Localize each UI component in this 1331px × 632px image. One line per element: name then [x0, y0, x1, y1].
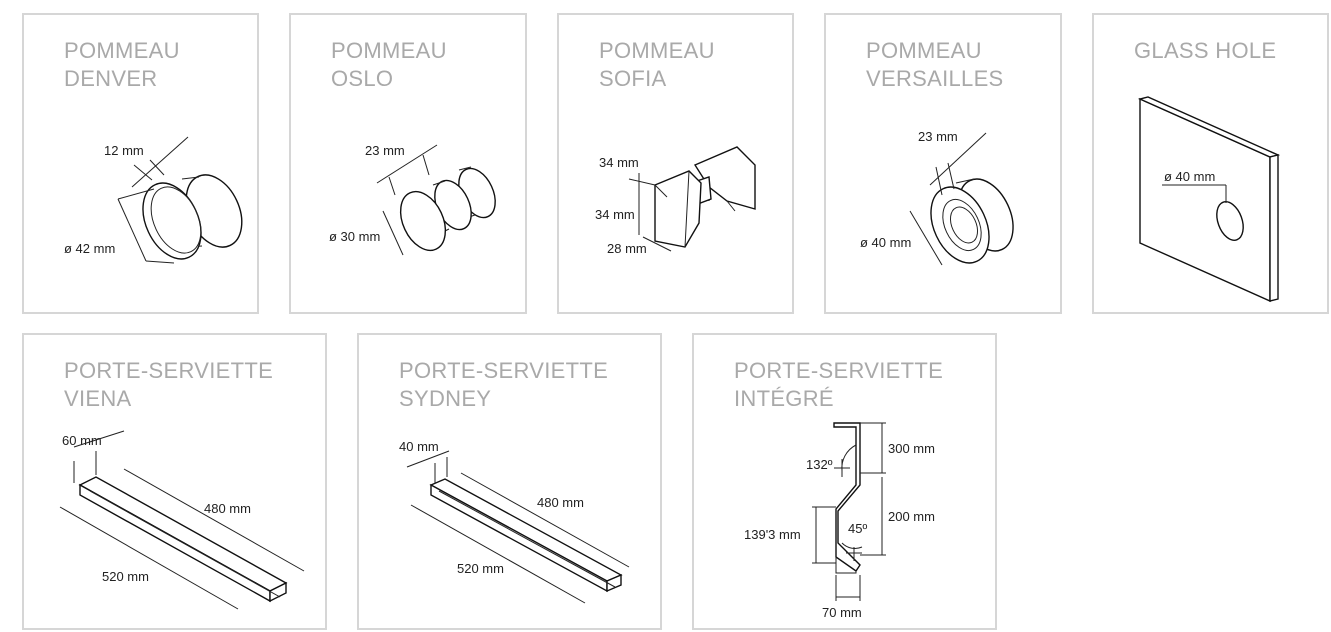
title-line-2: VERSAILLES — [866, 66, 1004, 91]
title-line-2: SOFIA — [599, 66, 667, 91]
card-porte-serviette-integre: PORTE-SERVIETTE INTÉGRÉ 300 mm 200 mm 13… — [692, 333, 997, 630]
card-title: POMMEAU OSLO — [331, 37, 447, 93]
title-line-1: GLASS HOLE — [1134, 38, 1277, 63]
dim-label: ø 40 mm — [1164, 169, 1215, 184]
card-pommeau-denver: POMMEAU DENVER 12 mm ø 42 mm — [22, 13, 259, 314]
glass-hole-drawing: ø 40 mm — [1137, 96, 1281, 303]
card-pommeau-sofia: POMMEAU SOFIA 34 mm 34 mm 28 mm — [557, 13, 794, 314]
title-line-2: SYDNEY — [399, 386, 492, 411]
card-glass-hole: GLASS HOLE ø 40 mm — [1092, 13, 1329, 314]
knob-oslo-drawing: 23 mm ø 30 mm — [329, 143, 496, 256]
dim-label: 23 mm — [918, 129, 958, 144]
towel-bar-viena-drawing: 60 mm 480 mm 520 mm — [59, 430, 305, 610]
dim-label: 23 mm — [365, 143, 405, 158]
title-line-1: POMMEAU — [64, 38, 180, 63]
dim-label: 200 mm — [888, 509, 935, 524]
card-title: POMMEAU DENVER — [64, 37, 180, 93]
title-line-2: VIENA — [64, 386, 132, 411]
dim-label: ø 40 mm — [860, 235, 911, 250]
dim-label: 480 mm — [204, 501, 251, 516]
dim-label: 70 mm — [822, 605, 862, 620]
card-porte-serviette-viena: PORTE-SERVIETTE VIENA 60 mm 480 mm 520 m… — [22, 333, 327, 630]
dim-label: ø 30 mm — [329, 229, 380, 244]
title-line-1: PORTE-SERVIETTE — [399, 358, 609, 383]
card-title: PORTE-SERVIETTE INTÉGRÉ — [734, 357, 943, 413]
dim-label: 520 mm — [457, 561, 504, 576]
dim-label: 132º — [806, 457, 833, 472]
dim-label: 40 mm — [399, 439, 439, 454]
title-line-1: POMMEAU — [331, 38, 447, 63]
dim-label: 12 mm — [104, 143, 144, 158]
title-line-1: PORTE-SERVIETTE — [734, 358, 944, 383]
title-line-2: DENVER — [64, 66, 158, 91]
knob-denver-drawing: 12 mm ø 42 mm — [64, 136, 243, 264]
dim-label: 45º — [848, 521, 867, 536]
card-title: POMMEAU VERSAILLES — [866, 37, 1004, 93]
towel-bar-sydney-drawing: 40 mm 480 mm 520 mm — [399, 439, 630, 604]
towel-bar-integre-drawing: 300 mm 200 mm 132º 139'3 mm 45º 70 mm — [744, 422, 935, 620]
dim-label: 60 mm — [62, 433, 102, 448]
dim-label: 520 mm — [102, 569, 149, 584]
dim-label: 139'3 mm — [744, 527, 801, 542]
card-title: POMMEAU SOFIA — [599, 37, 715, 93]
title-line-1: POMMEAU — [599, 38, 715, 63]
dim-label: ø 42 mm — [64, 241, 115, 256]
knob-versailles-drawing: 23 mm ø 40 mm — [860, 129, 1014, 266]
title-line-2: OSLO — [331, 66, 394, 91]
card-title: PORTE-SERVIETTE SYDNEY — [399, 357, 608, 413]
card-porte-serviette-sydney: PORTE-SERVIETTE SYDNEY 40 mm 480 mm 520 … — [357, 333, 662, 630]
dim-label: 28 mm — [607, 241, 647, 256]
title-line-1: POMMEAU — [866, 38, 982, 63]
title-line-1: PORTE-SERVIETTE — [64, 358, 274, 383]
dim-label: 300 mm — [888, 441, 935, 456]
dim-label: 34 mm — [599, 155, 639, 170]
knob-sofia-drawing: 34 mm 34 mm 28 mm — [595, 146, 756, 256]
title-line-2: INTÉGRÉ — [734, 386, 834, 411]
card-pommeau-oslo: POMMEAU OSLO 23 mm ø 30 mm — [289, 13, 527, 314]
card-title: GLASS HOLE — [1134, 37, 1276, 65]
card-title: PORTE-SERVIETTE VIENA — [64, 357, 273, 413]
card-pommeau-versailles: POMMEAU VERSAILLES 23 mm ø 40 mm — [824, 13, 1062, 314]
dim-label: 34 mm — [595, 207, 635, 222]
dim-label: 480 mm — [537, 495, 584, 510]
